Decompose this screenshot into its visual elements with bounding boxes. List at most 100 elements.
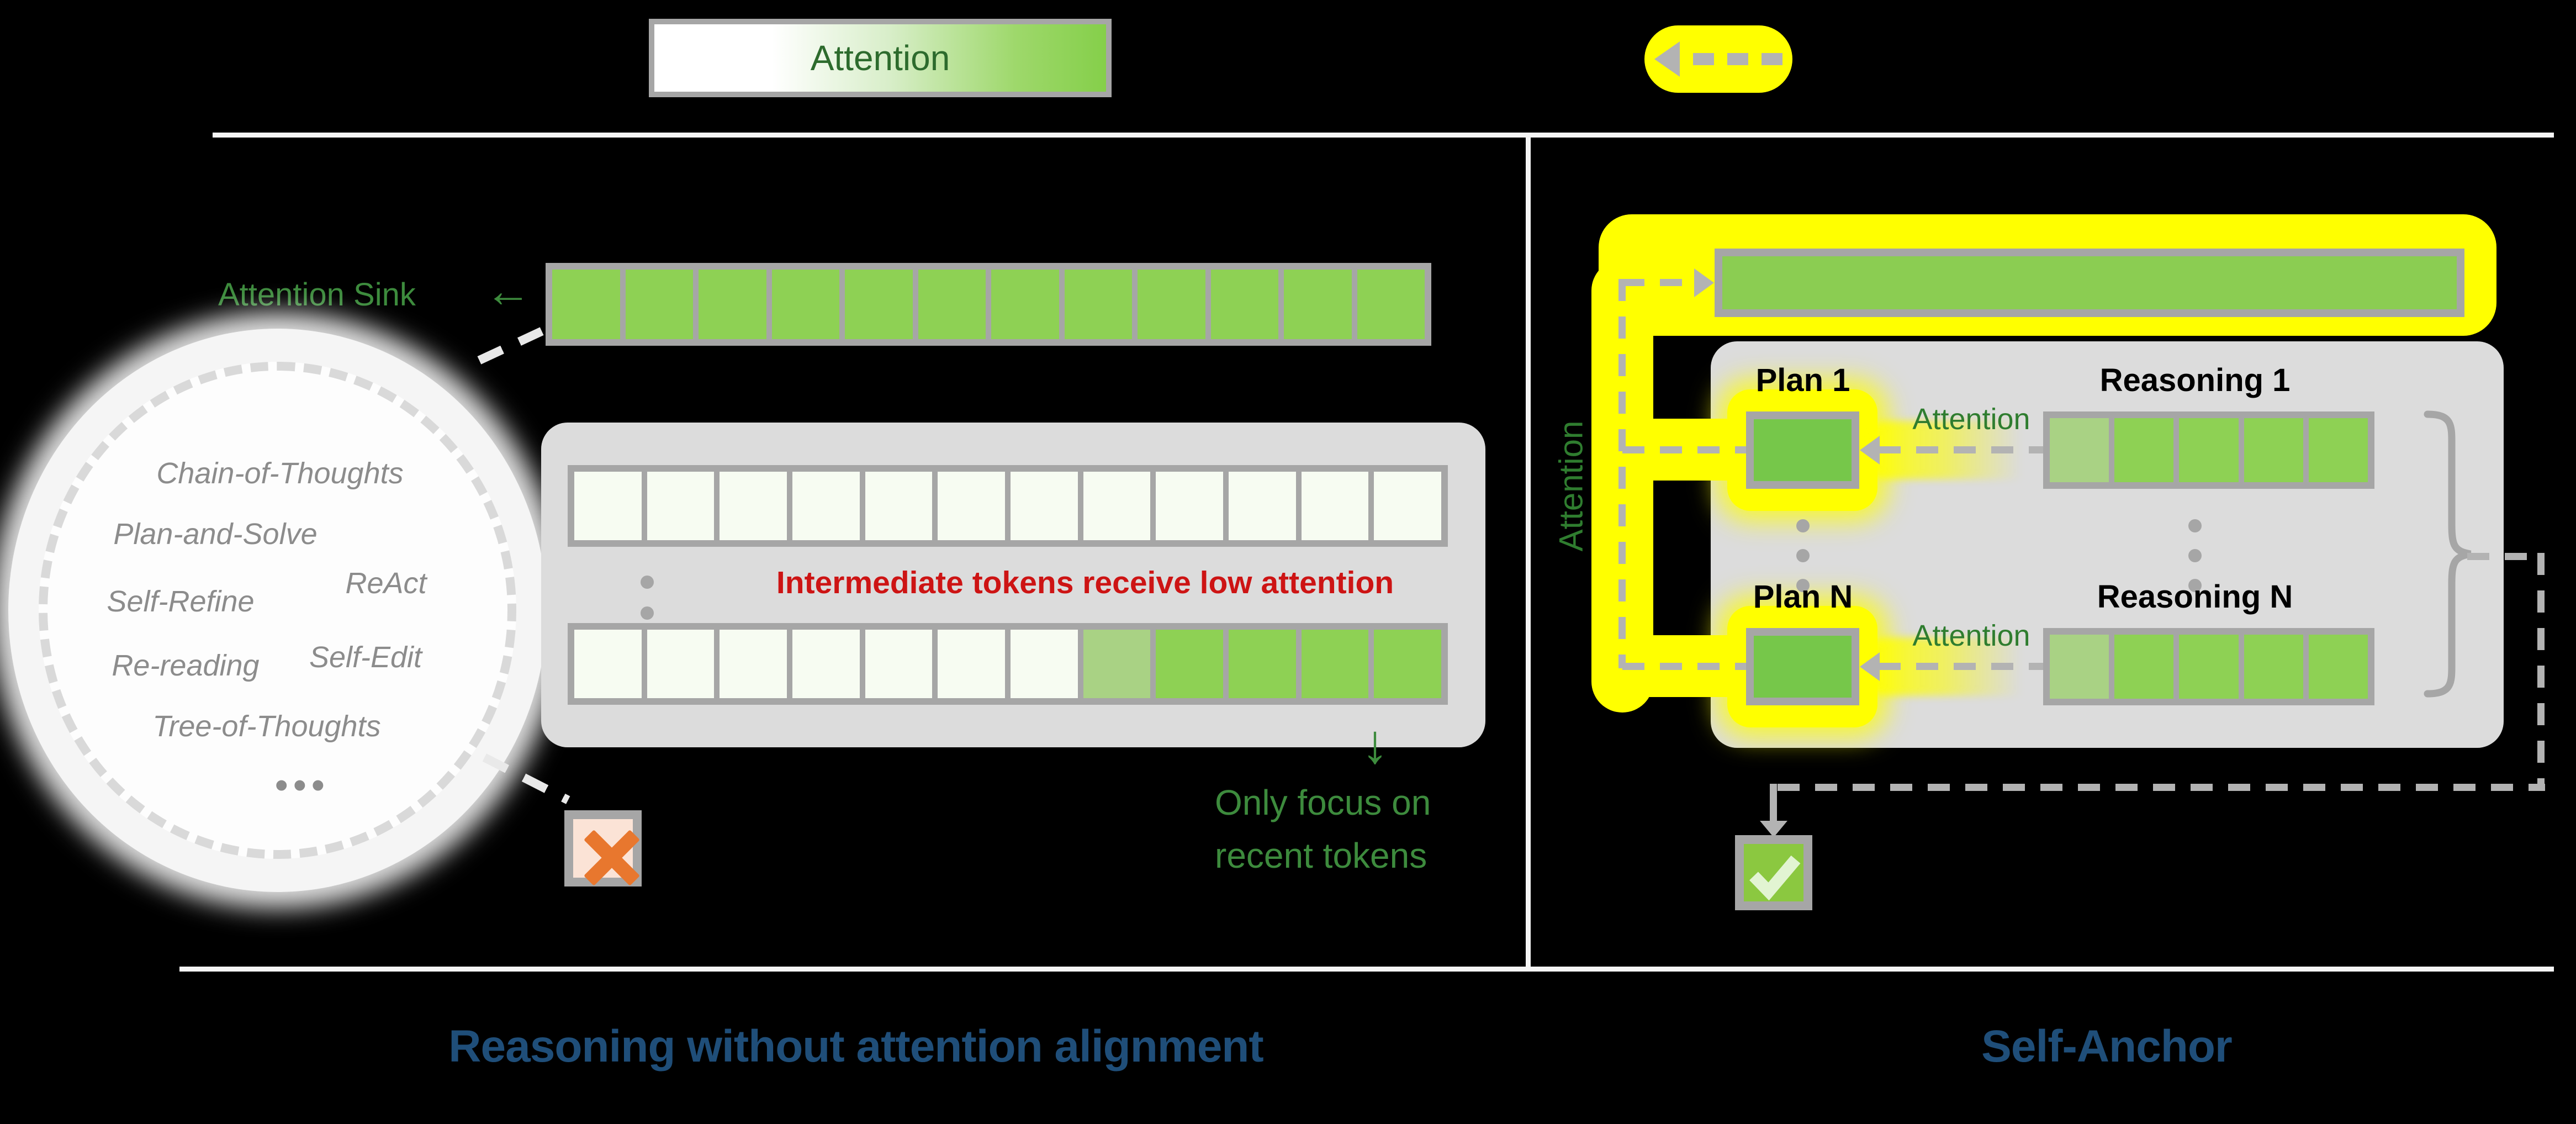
dot: [2188, 519, 2202, 532]
token-cell: [1301, 472, 1369, 540]
token-cell: [1229, 472, 1296, 540]
left-panel-title: Reasoning without attention alignment: [448, 1021, 1263, 1072]
token-cell: [845, 270, 913, 339]
token-cell: [647, 472, 715, 540]
token-cell: [1156, 630, 1224, 698]
dot: [1796, 519, 1810, 532]
reasoningN-label: Reasoning N: [2097, 579, 2293, 615]
planN-box: [1746, 628, 1859, 705]
attention-arrow-n: [1879, 663, 2044, 670]
token-cell: [2050, 418, 2109, 482]
token-cell: [1357, 270, 1425, 339]
dash-segment: [1727, 53, 1748, 65]
dot: [1796, 579, 1810, 592]
dash-segment: [1762, 53, 1782, 65]
top-divider-line: [213, 133, 2554, 138]
cloud-method-self-edit: Self-Edit: [309, 641, 422, 674]
arrowhead-right-icon: [1694, 268, 1714, 297]
feedback-path-h1: [2467, 553, 2545, 560]
token-cell: [771, 270, 839, 339]
cloud-to-x-connector: [482, 753, 570, 804]
token-cell: [2308, 418, 2368, 482]
token-cell: [2179, 418, 2239, 482]
vertical-ellipsis: [2188, 519, 2202, 592]
check-glyph: [1749, 855, 1801, 901]
token-cell: [1229, 630, 1296, 698]
bottom-divider-line: [179, 967, 2554, 972]
arrowhead-left-icon: [1860, 652, 1880, 681]
dot: [1796, 549, 1810, 562]
attentionN-label: Attention: [1912, 619, 2030, 652]
token-cell: [1301, 630, 1369, 698]
token-cell: [1284, 270, 1352, 339]
down-arrow-icon: ↓: [1361, 713, 1389, 775]
dot: [641, 606, 654, 620]
token-cell: [2050, 635, 2109, 699]
attention-sink-label: Attention Sink: [218, 277, 416, 313]
token-cell: [1210, 270, 1278, 339]
low-attention-warning-text: Intermediate tokens receive low attentio…: [776, 565, 1394, 600]
reasoning-group-brace: [2424, 410, 2472, 698]
recent-focus-line2: recent tokens: [1215, 836, 1427, 875]
planN-label: Plan N: [1753, 579, 1853, 615]
cloud-method-tree-of-thoughts: Tree-of-Thoughts: [152, 710, 381, 743]
vertical-ellipsis: [1796, 519, 1810, 592]
arrowhead-down-icon: [1760, 821, 1787, 837]
token-cell: [574, 630, 642, 698]
feedback-path-v2: [1770, 784, 1777, 809]
cloud-ellipsis: •••: [274, 764, 330, 805]
dashed-arrow-to-prompt: [1622, 279, 1700, 286]
token-cell: [938, 472, 1006, 540]
dot: [641, 576, 654, 589]
token-cell: [720, 630, 787, 698]
recent-focus-note: Only focus on recent tokens: [1215, 776, 1431, 882]
attention-sink-token-row: [546, 263, 1431, 346]
token-cell: [2308, 635, 2368, 699]
answer-arrow-shaft: [1770, 805, 1777, 822]
attention-legend-label: Attention: [810, 38, 950, 78]
reasoning1-token-row: [2043, 411, 2374, 489]
arrowhead-left-icon: [1860, 436, 1880, 465]
token-cell: [625, 270, 693, 339]
prompt-token-bar: [1715, 249, 2464, 317]
token-cell: [1374, 630, 1442, 698]
token-cell: [1083, 630, 1151, 698]
token-cell: [865, 472, 933, 540]
dot: [2188, 579, 2202, 592]
vertical-attention-label: Attention: [1552, 420, 1590, 552]
cloud-method-plan-and-solve: Plan-and-Solve: [113, 518, 318, 551]
token-cell: [991, 270, 1059, 339]
right-panel-title: Self-Anchor: [1981, 1021, 2233, 1072]
token-cell: [1156, 472, 1224, 540]
token-cell: [647, 630, 715, 698]
cloud-method-self-refine: Self-Refine: [107, 585, 255, 618]
dot: [2188, 549, 2202, 562]
token-cell: [1011, 472, 1078, 540]
cloud-to-sink-connector: [477, 327, 544, 365]
attention1-label: Attention: [1912, 403, 2030, 436]
reasoningN-token-row: [2043, 628, 2374, 705]
token-cell: [1011, 630, 1078, 698]
attention-gradient-legend: Attention: [649, 19, 1112, 97]
cloud-method-re-reading: Re-reading: [112, 649, 260, 682]
feedback-path-v1: [2537, 553, 2545, 788]
token-cell: [865, 630, 933, 698]
dashed-branch-plan1: [1622, 446, 1747, 453]
token-cell: [720, 472, 787, 540]
token-cell: [792, 472, 860, 540]
token-cell: [2244, 635, 2303, 699]
token-cell: [1138, 270, 1205, 339]
recent-focus-line1: Only focus on: [1215, 783, 1431, 822]
token-cell: [792, 630, 860, 698]
dashed-arrow-left-icon: [1654, 41, 1680, 77]
attention-arrow-1: [1879, 446, 2044, 453]
recent-token-row: [568, 623, 1448, 705]
cloud-method-chain-of-thoughts: Chain-of-Thoughts: [156, 457, 404, 490]
left-arrow-icon: ←: [485, 265, 531, 316]
dashed-branch-planN: [1622, 663, 1747, 670]
plan1-label: Plan 1: [1755, 362, 1850, 398]
reasoning1-label: Reasoning 1: [2099, 362, 2291, 398]
token-cell: [1083, 472, 1151, 540]
token-cell: [2244, 418, 2303, 482]
